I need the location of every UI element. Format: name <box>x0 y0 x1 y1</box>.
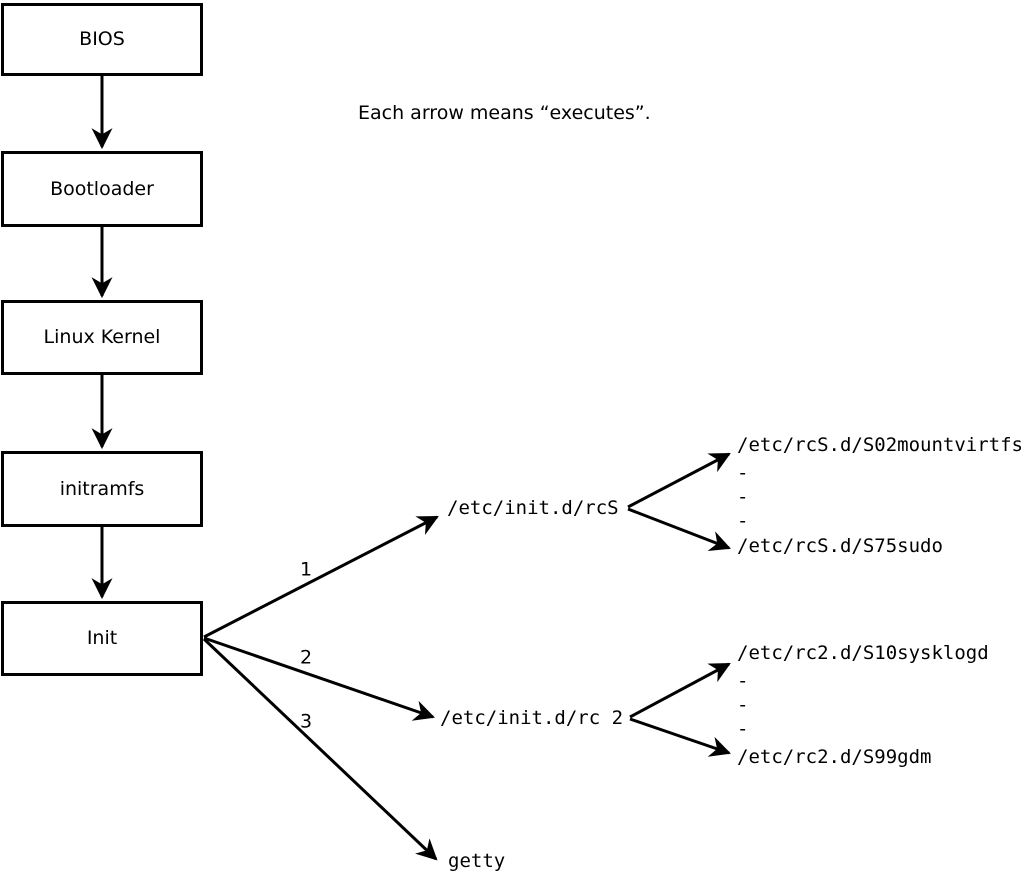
arrow-rcS-to-s02mountvirtfs <box>627 452 731 509</box>
node-bios-label: BIOS <box>79 28 125 50</box>
rcS-child-s02mountvirtfs: /etc/rcS.d/S02mountvirtfs <box>737 434 1023 456</box>
node-linux-kernel: Linux Kernel <box>1 300 203 375</box>
arrow-rc2-to-s99gdm <box>629 717 731 757</box>
node-initramfs-label: initramfs <box>59 477 145 500</box>
rcS-child-ellipsis-1: - <box>737 462 749 484</box>
node-init-label: Init <box>86 627 118 649</box>
rc2-child-ellipsis-1: - <box>737 670 749 692</box>
rcS-child-ellipsis-3: - <box>737 510 749 532</box>
arrow-rcS-to-s75sudo <box>627 507 731 551</box>
rcS-child-ellipsis-2: - <box>737 486 749 508</box>
diagram-caption: Each arrow means “executes”. <box>358 102 651 124</box>
rc2-child-ellipsis-2: - <box>737 694 749 716</box>
node-linux-kernel-label: Linux Kernel <box>43 326 161 348</box>
edge-label-3: 3 <box>299 710 313 733</box>
rc2-child-s10sysklogd: /etc/rc2.d/S10sysklogd <box>737 642 989 664</box>
node-getty: getty <box>448 850 506 872</box>
arrow-rc2-to-s10sysklogd <box>629 662 731 719</box>
node-bootloader-label: Bootloader <box>50 177 154 200</box>
arrow-init-to-getty <box>202 637 438 861</box>
node-bootloader: Bootloader <box>1 151 203 227</box>
node-rc2: /etc/init.d/rc 2 <box>440 707 624 729</box>
edge-label-2: 2 <box>299 646 313 669</box>
node-initramfs: initramfs <box>1 451 203 527</box>
arrow-init-to-rcS <box>203 515 439 639</box>
edge-label-1: 1 <box>299 558 313 581</box>
rc2-child-s99gdm: /etc/rc2.d/S99gdm <box>737 746 932 768</box>
node-rcS: /etc/init.d/rcS <box>447 497 619 519</box>
rcS-child-s75sudo: /etc/rcS.d/S75sudo <box>737 535 943 557</box>
arrow-init-to-rc2 <box>203 636 435 721</box>
node-bios: BIOS <box>1 3 203 76</box>
rc2-child-ellipsis-3: - <box>737 718 749 740</box>
node-init: Init <box>1 601 203 676</box>
